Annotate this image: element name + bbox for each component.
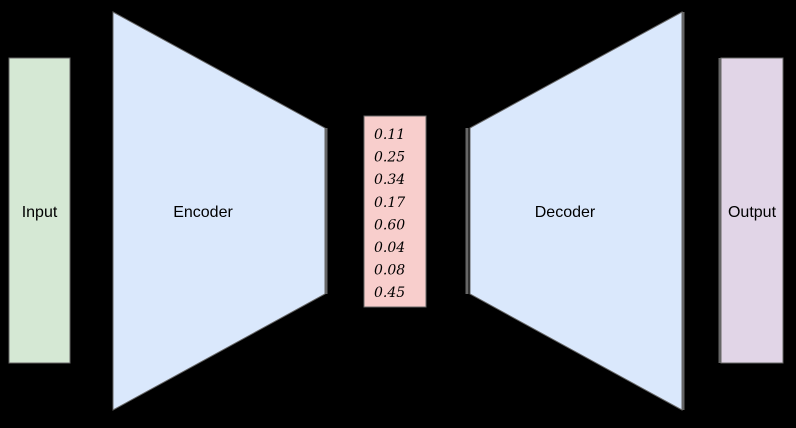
latent-value: 0.25	[374, 150, 405, 166]
latent-value: 0.04	[374, 240, 405, 256]
encoder-block: Encoder	[112, 11, 328, 411]
latent-value: 0.34	[374, 172, 405, 188]
decoder-block: Decoder	[465, 11, 685, 411]
input-block: Input	[8, 57, 71, 364]
latent-value: 0.45	[374, 285, 405, 301]
output-block: Output	[718, 57, 784, 364]
input-label: Input	[22, 204, 58, 221]
latent-value: 0.17	[374, 195, 405, 211]
latent-value: 0.60	[374, 217, 405, 233]
latent-value: 0.08	[374, 263, 405, 279]
output-box	[720, 57, 784, 364]
encoder-label: Encoder	[173, 204, 233, 221]
latent-value: 0.11	[374, 127, 405, 143]
latent-values: 0.11 0.25 0.34 0.17 0.60 0.04 0.08 0.45	[374, 127, 405, 301]
decoder-label: Decoder	[535, 204, 596, 221]
input-box	[8, 57, 71, 364]
latent-box	[363, 115, 427, 308]
output-label: Output	[728, 204, 777, 221]
latent-vector: 0.11 0.25 0.34 0.17 0.60 0.04 0.08 0.45	[363, 115, 427, 308]
